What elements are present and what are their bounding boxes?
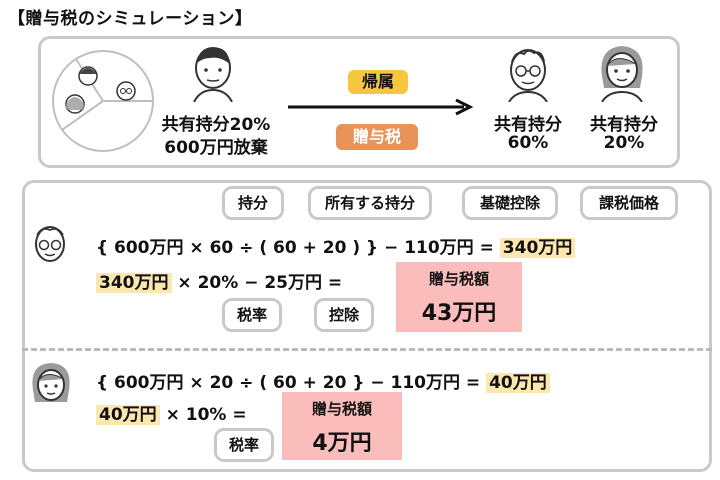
ownership-pie-icon bbox=[52, 50, 154, 152]
kizoku-label: 帰属 bbox=[348, 70, 408, 94]
formula2-taxable-value: 40万円 bbox=[486, 373, 550, 393]
recipient2-share-value: 20% bbox=[603, 133, 645, 153]
result1-value: 43万円 bbox=[421, 301, 497, 326]
recipient2-share-label: 共有持分 bbox=[590, 115, 658, 135]
page-title: 【贈与税のシミュレーション】 bbox=[8, 9, 253, 29]
formula2-line1: { 600万円 × 20 ÷ ( 60 + 20 } − 110万円 = 40万… bbox=[96, 368, 550, 393]
gift-tax-result-1: 贈与税額 43万円 bbox=[396, 262, 522, 332]
grandpa-row-icon bbox=[35, 226, 65, 262]
formula1-line2: 340万円 × 20% − 25万円 = bbox=[96, 268, 342, 293]
recipient1-share-value: 60% bbox=[507, 133, 549, 153]
formula1-expression: { 600万円 × 60 ÷ ( 60 + 20 ) } − 110万円 = bbox=[96, 238, 494, 258]
recipient-woman-icon bbox=[601, 46, 643, 102]
gift-tax-label: 贈与税 bbox=[336, 124, 418, 150]
result1-label: 贈与税額 bbox=[428, 270, 489, 288]
giver-man-icon bbox=[193, 47, 233, 102]
callout-zeiritsu-2: 税率 bbox=[214, 428, 274, 462]
giver-share-text: 共有持分20% bbox=[161, 115, 271, 135]
result2-label: 贈与税額 bbox=[311, 400, 372, 418]
woman-row-icon bbox=[32, 363, 70, 402]
formula1-line1: { 600万円 × 60 ÷ ( 60 + 20 ) } − 110万円 = 3… bbox=[96, 233, 576, 258]
formula2-line2: 40万円 × 10% = bbox=[96, 400, 247, 425]
formula1-tax-expression: × 20% − 25万円 = bbox=[177, 273, 343, 293]
formula1-taxable-value: 340万円 bbox=[499, 238, 576, 258]
gift-tax-result-2: 贈与税額 4万円 bbox=[282, 392, 402, 460]
callout-kazei-kakaku: 課税価格 bbox=[580, 186, 678, 220]
giver-amount-text: 600万円放棄 bbox=[164, 138, 268, 158]
callout-zeiritsu-1: 税率 bbox=[222, 298, 282, 332]
callout-kiso-kojo: 基礎控除 bbox=[462, 186, 558, 220]
formula1-taxable-repeat: 340万円 bbox=[96, 273, 172, 293]
section-divider bbox=[22, 348, 712, 351]
formula2-tax-expression: × 10% = bbox=[165, 405, 247, 425]
recipient1-share-label: 共有持分 bbox=[494, 115, 562, 135]
transfer-arrow-icon bbox=[288, 98, 474, 116]
formula2-taxable-repeat: 40万円 bbox=[96, 405, 160, 425]
callout-mochibun: 持分 bbox=[222, 186, 284, 220]
callout-kojo: 控除 bbox=[314, 298, 374, 332]
result2-value: 4万円 bbox=[312, 431, 372, 456]
callout-shoyu-mochibun: 所有する持分 bbox=[308, 186, 432, 220]
formula2-expression: { 600万円 × 20 ÷ ( 60 + 20 } − 110万円 = bbox=[96, 373, 481, 393]
recipient-grandpa-icon bbox=[508, 49, 548, 102]
